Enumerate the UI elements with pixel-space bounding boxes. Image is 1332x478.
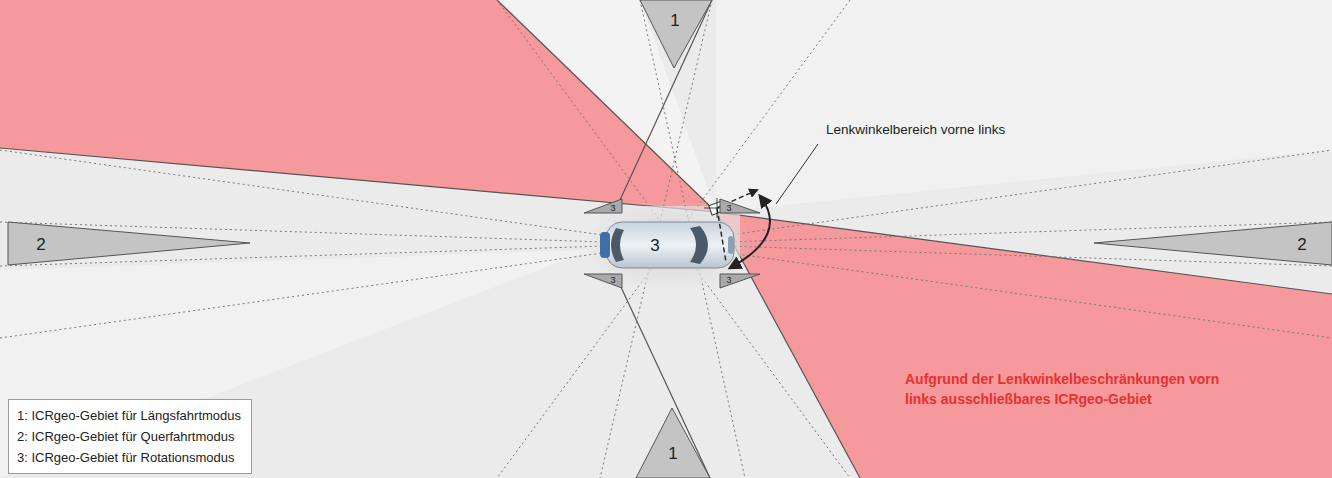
- region-number: 1: [670, 12, 679, 29]
- region-number: 3: [610, 204, 615, 213]
- region-number: 3: [726, 204, 731, 213]
- region-shape: [718, 197, 762, 215]
- region-number: 2: [36, 236, 45, 253]
- region-shape: [1092, 220, 1332, 267]
- legend-row: 2: ICRgeo-Gebiet für Querfahrtmodus: [17, 426, 241, 447]
- region-shape: [582, 197, 624, 215]
- legend-box: 1: ICRgeo-Gebiet für Längsfahrtmodus 2: I…: [8, 399, 252, 474]
- region-outline: [720, 199, 760, 213]
- region-number: 1: [668, 445, 677, 462]
- icr-region-triangle: 3: [718, 197, 762, 215]
- icr-region-triangle: 2: [1092, 220, 1332, 267]
- icr-region-triangle: 1: [638, 0, 714, 70]
- region-outline: [720, 274, 760, 288]
- region-number: 2: [1297, 236, 1306, 253]
- region-number: 3: [726, 276, 731, 285]
- legend-text: 3: ICRgeo-Gebiet für Rotationsmodus: [17, 450, 235, 465]
- region-outline: [636, 408, 710, 478]
- legend-text: 1: ICRgeo-Gebiet für Längsfahrtmodus: [17, 408, 241, 423]
- excluded-region: [716, 212, 1332, 478]
- vehicle: [600, 222, 734, 268]
- callout-label: Lenkwinkelbereich vorne links: [826, 120, 1005, 140]
- region-shape: [638, 0, 714, 70]
- icr-region-vehicle: 3: [630, 230, 680, 260]
- region-outline: [8, 222, 250, 265]
- icr-region-triangle: 3: [718, 272, 762, 290]
- leader-line: [776, 144, 818, 204]
- icr-region-triangle: 3: [582, 272, 624, 290]
- icr-region-triangle: 2: [8, 220, 252, 267]
- light-sector: [0, 250, 590, 478]
- region-outline: [640, 0, 712, 68]
- region-shape: [582, 272, 624, 290]
- region-outline: [1094, 222, 1332, 265]
- legend-row: 3: ICRgeo-Gebiet für Rotationsmodus: [17, 447, 241, 468]
- region-outline: [584, 199, 622, 213]
- icr-region-triangle: 3: [582, 197, 624, 215]
- region-number: 3: [650, 237, 659, 254]
- vehicle-area: [600, 206, 740, 284]
- steering-symbol: [704, 190, 770, 268]
- legend-row: 1: ICRgeo-Gebiet für Längsfahrtmodus: [17, 405, 241, 426]
- light-sector: [716, 0, 1332, 212]
- legend-text: 2: ICRgeo-Gebiet für Querfahrtmodus: [17, 429, 235, 444]
- icr-region-triangle: 1: [634, 406, 712, 478]
- region-shape: [718, 272, 762, 290]
- region-shape: [634, 406, 712, 478]
- excluded-region: [0, 0, 716, 212]
- region-note: Aufgrund der Lenkwinkelbeschränkungen vo…: [905, 369, 1240, 410]
- region-number: 3: [610, 276, 615, 285]
- region-outline: [584, 274, 622, 288]
